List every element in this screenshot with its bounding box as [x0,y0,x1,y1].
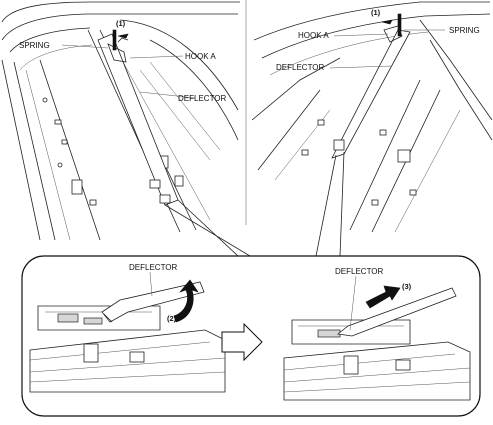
detail-box [21,255,481,417]
detail-left-view [29,279,226,393]
hollow-right-arrow-icon [221,322,263,362]
top-right-view [251,1,493,233]
detail-right-view [283,285,471,401]
label-step1-right: (1) [371,8,381,17]
label-spring-left: SPRING [19,41,50,50]
solid-up-right-arrow-icon [365,285,401,309]
label-step2: (2) [167,314,177,323]
label-deflector-detail-left: DEFLECTOR [129,263,178,272]
label-deflector-left: DEFLECTOR [178,94,227,103]
top-left-view [1,1,240,241]
label-spring-right: SPRING [449,26,480,35]
label-hook-a-right: HOOK A [298,31,329,40]
curved-up-arrow-icon [173,279,199,323]
label-deflector-right: DEFLECTOR [276,63,325,72]
label-hook-a-left: HOOK A [185,52,216,61]
label-deflector-detail-right: DEFLECTOR [335,267,384,276]
label-step1-left: (1) [116,19,126,28]
label-step3: (3) [402,282,412,291]
